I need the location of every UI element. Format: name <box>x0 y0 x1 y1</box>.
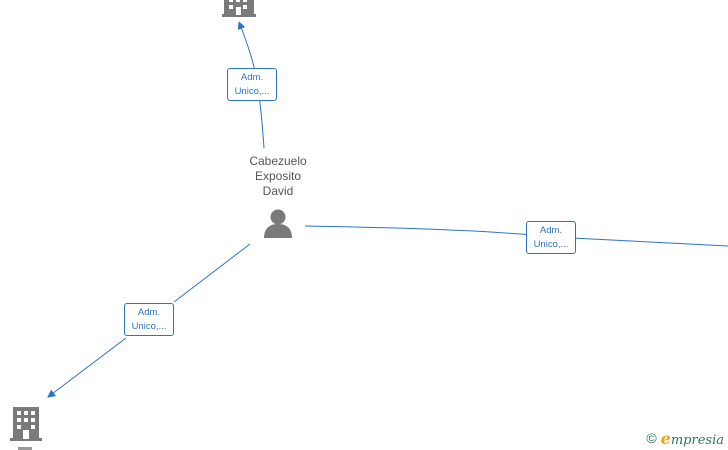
edge-label-line: Adm. <box>137 307 161 318</box>
person-name[interactable]: Cabezuelo Exposito David <box>228 154 328 199</box>
edge-line-to-bottom-left <box>48 243 251 397</box>
edge-label-line: Unico,... <box>131 321 167 332</box>
building-icon[interactable] <box>10 407 42 441</box>
edge-label-line: Unico,... <box>533 239 569 250</box>
empresia-watermark[interactable]: © empresia <box>646 428 724 448</box>
brand-logo: empresia <box>660 428 724 448</box>
edge-line-to-top <box>237 21 265 149</box>
company-label-fragment <box>18 447 32 450</box>
building-icon[interactable] <box>222 0 256 17</box>
person-name-line: Cabezuelo <box>249 154 307 168</box>
edge-label-line: Unico,... <box>234 86 270 97</box>
edge-label-line: Adm. <box>539 225 563 236</box>
edge-label-line: Adm. <box>240 72 264 83</box>
person-name-line: Exposito <box>254 169 302 183</box>
person-name-line: David <box>262 184 294 198</box>
edge-label-to-right[interactable]: Adm. Unico,... <box>526 221 576 254</box>
person-icon[interactable] <box>264 209 292 239</box>
edge-label-to-bottom-left[interactable]: Adm. Unico,... <box>124 303 174 336</box>
edge-label-to-top[interactable]: Adm. Unico,... <box>227 68 277 101</box>
copyright-symbol: © <box>646 430 657 446</box>
edge-line-to-right <box>304 225 728 247</box>
